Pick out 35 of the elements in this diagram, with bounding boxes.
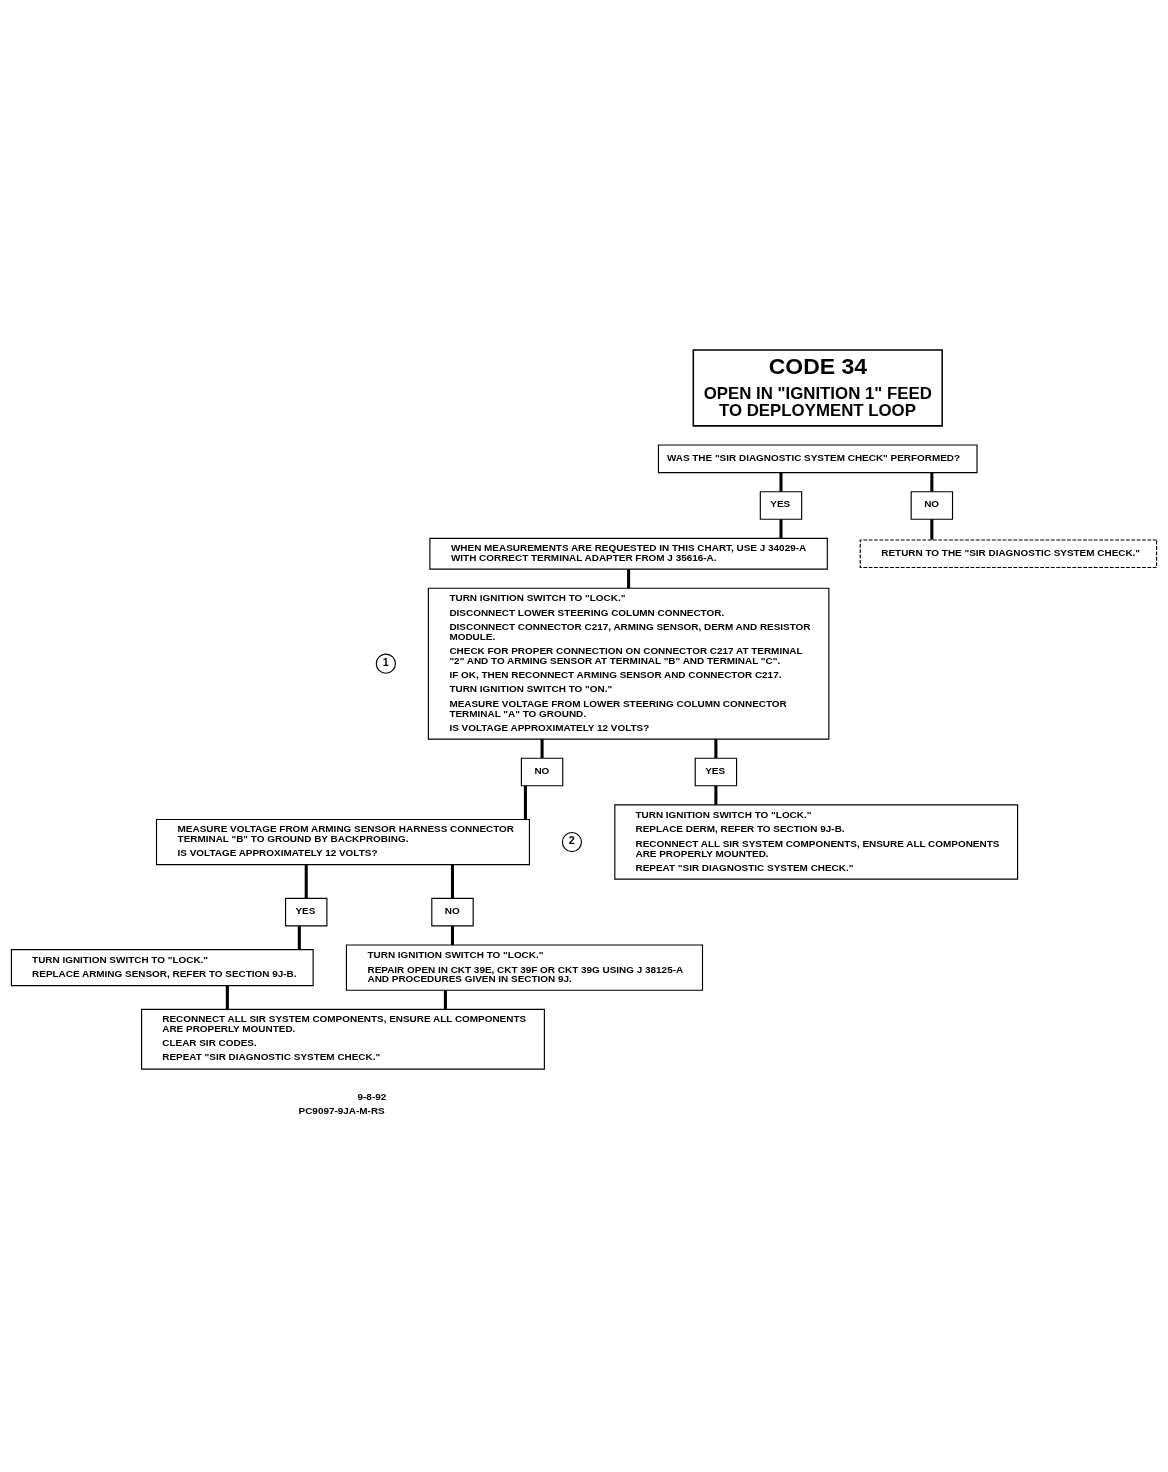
- connector: [450, 864, 454, 899]
- connector: [450, 926, 454, 945]
- connector: [297, 926, 301, 950]
- connector: [930, 519, 934, 540]
- connector: [627, 569, 631, 589]
- node-box: YES: [759, 491, 803, 520]
- node-box: TURN IGNITION SWITCH TO "LOCK." REPLACE ARMING SENSOR, REFER TO SECTION 9J-B.: [10, 949, 314, 987]
- connector: [225, 985, 229, 1010]
- label: PC9097-9JA-M-RS: [298, 1104, 385, 1116]
- node-box: RECONNECT ALL SIR SYSTEM COMPONENTS, ENSURE ALL COMPONENTS ARE PROPERLY MOUNTED. CLEAR SIR CODES. REPEAT "SIR DIAGNOSTIC SYSTEM CHECK.": [141, 1008, 545, 1070]
- node-box: WAS THE "SIR DIAGNOSTIC SYSTEM CHECK" PERFORMED?: [657, 444, 978, 474]
- node-box: TURN IGNITION SWITCH TO "LOCK." DISCONNECT LOWER STEERING COLUMN CONNECTOR. DISCONNECT CONNECTOR C217, ARMING SENSOR, DERM AND RESISTOR MODULE. CHECK FOR PROPER CONNECTION ON CONNECTOR C217 AT TERMINAL "2" AND TO ARMING SENSOR AT TERMINAL "B" AND TERMINAL "C". IF OK, THEN RECONNECT ARMING SENSOR AND CONNECTOR C217. TURN IGNITION SWITCH TO "ON." MEASURE VOLTAGE FROM LOWER STEERING COLUMN CONNECTOR TERMINAL "A" TO GROUND. IS VOLTAGE APPROXIMATELY 12 VOLTS?: [427, 587, 830, 740]
- connector: [930, 472, 934, 492]
- connector: [714, 739, 718, 758]
- node-box: YES: [694, 757, 738, 787]
- node-box: NO: [431, 897, 474, 927]
- node-label: 1: [382, 655, 389, 668]
- connector: [523, 785, 527, 820]
- node-box: RETURN TO THE "SIR DIAGNOSTIC SYSTEM CHECK.": [859, 539, 1158, 569]
- connector: [443, 990, 447, 1010]
- node-box: WHEN MEASUREMENTS ARE REQUESTED IN THIS CHART, USE J 34029-A WITH CORRECT TERMINAL ADAPTER FROM J 35616-A.: [429, 537, 828, 570]
- node-box: NO: [910, 491, 954, 520]
- node-box: TURN IGNITION SWITCH TO "LOCK." REPAIR OPEN IN CKT 39E, CKT 39F OR CKT 39G USING J 38125-A AND PROCEDURES GIVEN IN SECTION 9J.: [345, 944, 704, 991]
- connector: [304, 864, 308, 899]
- node-box: MEASURE VOLTAGE FROM ARMING SENSOR HARNESS CONNECTOR TERMINAL "B" TO GROUND BY BACKPROBING. IS VOLTAGE APPROXIMATELY 12 VOLTS?: [155, 818, 530, 866]
- connector: [714, 785, 718, 805]
- node-box: YES: [284, 897, 328, 927]
- node-label: 2: [568, 834, 575, 847]
- node-box: TURN IGNITION SWITCH TO "LOCK." REPLACE DERM, REFER TO SECTION 9J-B. RECONNECT ALL SIR SYSTEM COMPONENTS, ENSURE ALL COMPONENTS ARE PROPERLY MOUNTED. REPEAT "SIR DIAGNOSTIC SYSTEM CHECK.": [614, 804, 1019, 880]
- connector: [779, 519, 783, 539]
- connector: [779, 472, 783, 492]
- node-box: CODE 34 OPEN IN "IGNITION 1" FEED TO DEPLOYMENT LOOP: [692, 349, 943, 427]
- label: 9-8-92: [357, 1091, 387, 1103]
- node-box: NO: [520, 757, 564, 787]
- connector: [540, 739, 544, 758]
